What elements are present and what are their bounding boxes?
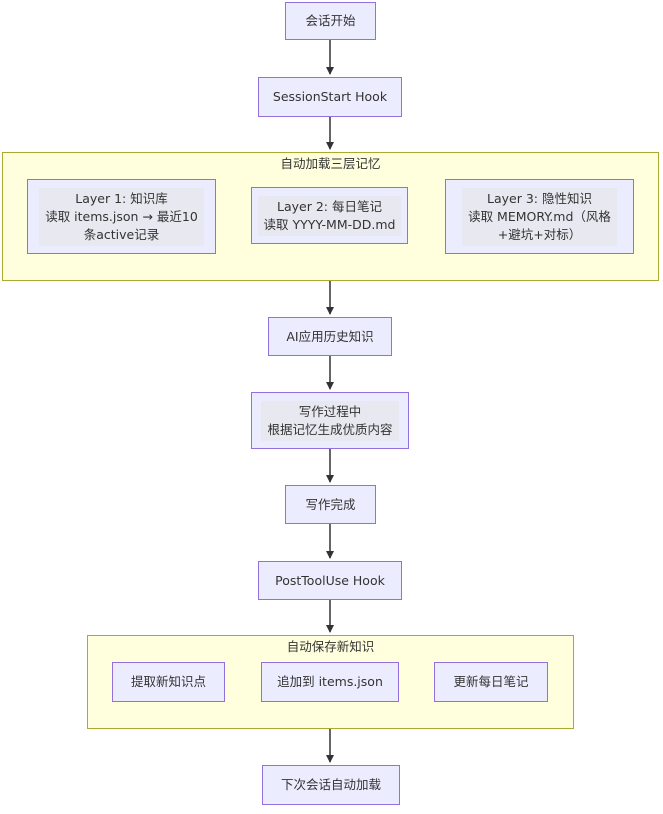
append-items-json-node: 追加到 items.json xyxy=(261,662,399,702)
next-session-autoload-node: 下次会话自动加载 xyxy=(262,765,400,805)
writing-done-node: 写作完成 xyxy=(285,485,376,524)
layer3-desc-line1: 读取 MEMORY.md（风格 xyxy=(468,208,611,224)
layer3-desc-line2: +避坑+对标） xyxy=(497,226,582,242)
post-tool-use-hook-node: PostToolUse Hook xyxy=(258,561,402,600)
layer3-implicit-knowledge-node: Layer 3: 隐性知识 读取 MEMORY.md（风格 +避坑+对标） xyxy=(445,179,634,254)
next-session-autoload-label: 下次会话自动加载 xyxy=(280,777,381,792)
layer1-title: Layer 1: 知识库 xyxy=(75,190,168,206)
layer3-title: Layer 3: 隐性知识 xyxy=(487,190,592,206)
writing-done-label: 写作完成 xyxy=(305,496,356,512)
layer2-desc: 读取 YYYY-MM-DD.md xyxy=(263,216,396,232)
auto-load-group-title: 自动加载三层记忆 xyxy=(280,156,381,171)
auto-save-group-title: 自动保存新知识 xyxy=(286,639,375,654)
layer3-text: Layer 3: 隐性知识 读取 MEMORY.md（风格 +避坑+对标） xyxy=(462,187,617,246)
layer2-title: Layer 2: 每日笔记 xyxy=(277,198,382,214)
extract-knowledge-node: 提取新知识点 xyxy=(112,662,225,702)
update-daily-notes-node: 更新每日笔记 xyxy=(434,662,548,702)
writing-process-title: 写作过程中 xyxy=(298,403,362,419)
layer1-knowledge-node: Layer 1: 知识库 读取 items.json → 最近10 条activ… xyxy=(27,179,216,254)
layer1-desc-line2: 条active记录 xyxy=(83,226,160,242)
writing-process-desc: 根据记忆生成优质内容 xyxy=(267,421,393,437)
layer2-text: Layer 2: 每日笔记 读取 YYYY-MM-DD.md xyxy=(257,195,402,236)
session-start-label: 会话开始 xyxy=(305,13,356,28)
layer1-desc-line1: 读取 items.json → 最近10 xyxy=(45,208,198,224)
session-start-node: 会话开始 xyxy=(285,2,376,40)
ai-apply-knowledge-node: AI应用历史知识 xyxy=(268,317,392,356)
writing-process-node: 写作过程中 根据记忆生成优质内容 xyxy=(251,392,409,449)
ai-apply-label: AI应用历史知识 xyxy=(286,328,374,344)
post-tool-use-hook-label: PostToolUse Hook xyxy=(275,572,385,588)
update-daily-notes-label: 更新每日笔记 xyxy=(453,674,529,689)
layer1-text: Layer 1: 知识库 读取 items.json → 最近10 条activ… xyxy=(39,187,204,246)
layer2-daily-notes-node: Layer 2: 每日笔记 读取 YYYY-MM-DD.md xyxy=(251,187,408,244)
session-start-hook-node: SessionStart Hook xyxy=(258,77,402,117)
session-start-hook-label: SessionStart Hook xyxy=(272,89,388,104)
writing-process-text: 写作过程中 根据记忆生成优质内容 xyxy=(261,400,399,441)
extract-knowledge-label: 提取新知识点 xyxy=(130,674,206,689)
append-items-json-label: 追加到 items.json xyxy=(277,674,383,689)
